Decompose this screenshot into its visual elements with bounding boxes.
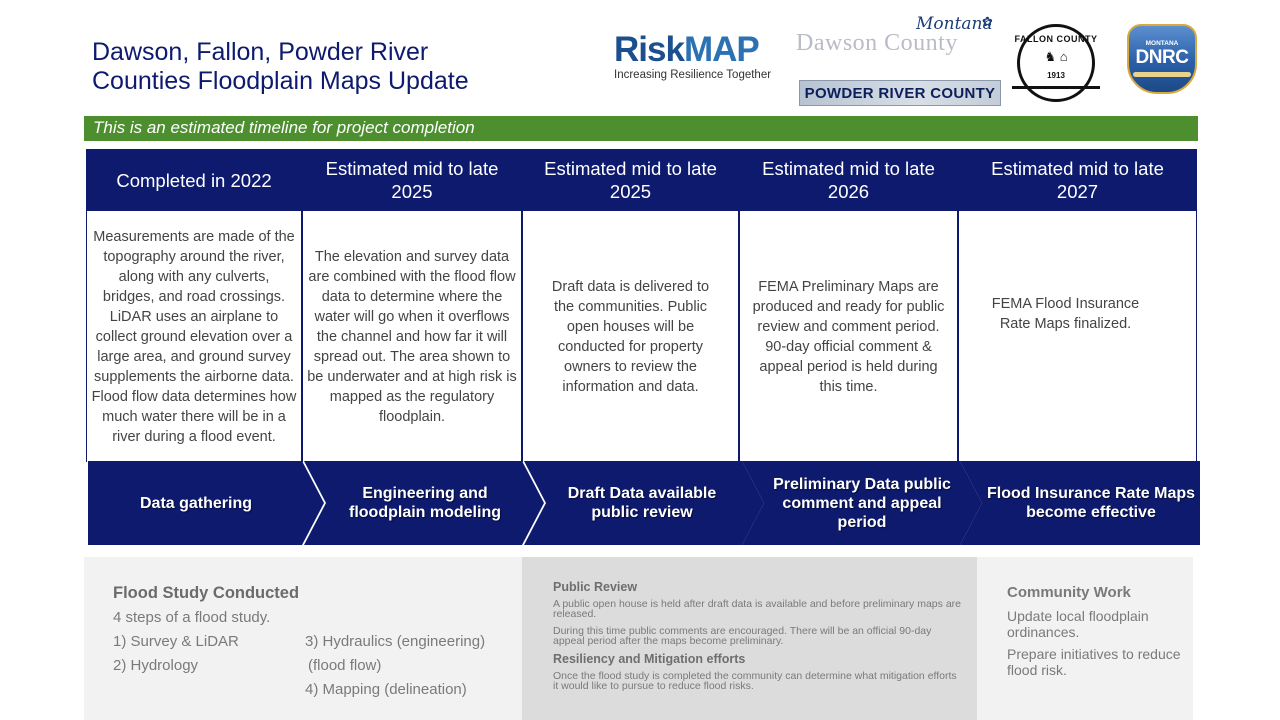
- flood-study-step-detail: (flood flow): [308, 657, 382, 674]
- timeline-cell: FEMA Preliminary Maps are produced and r…: [739, 211, 958, 462]
- riskmap-risk-text: Risk: [614, 30, 685, 69]
- riskmap-wordmark: RiskMAP: [614, 32, 784, 68]
- dnrc-state: MONTANA: [1145, 40, 1179, 47]
- timeline-heading: Estimated mid to late 2025: [522, 149, 739, 211]
- timeline-column: Estimated mid to late 2025 The elevation…: [302, 149, 522, 462]
- phase-chevron: Data gathering: [88, 461, 324, 545]
- timeline-description: FEMA Flood Insurance Rate Maps finalized…: [991, 295, 1140, 332]
- riskmap-map-text: MAP: [683, 30, 760, 69]
- chevron-shape: [524, 461, 764, 545]
- dnrc-name: DNRC: [1135, 47, 1189, 68]
- powder-river-county-name: POWDER RIVER COUNTY: [804, 85, 996, 102]
- public-review-text: During this time public comments are enc…: [553, 625, 932, 647]
- dawson-montana-script: Montana: [916, 14, 993, 34]
- timeline-cell: The elevation and survey data are combin…: [302, 211, 522, 462]
- community-work-text: Update local floodplain ordinances.: [1007, 608, 1149, 640]
- flood-study-step: 1) Survey & LiDAR: [113, 633, 239, 650]
- timeline-column: Completed in 2022 Measurements are made …: [86, 149, 302, 462]
- banner-text: This is an estimated timeline for projec…: [93, 118, 475, 137]
- community-work-panel: Community Work Update local floodplain o…: [977, 557, 1193, 720]
- phase-chevron: Engineering and floodplain modeling: [304, 461, 544, 545]
- timeline-description: The elevation and survey data are combin…: [307, 248, 517, 425]
- flood-study-title: Flood Study Conducted: [113, 584, 300, 602]
- timeline-column: Estimated mid to late 2027 FEMA Flood In…: [958, 149, 1197, 462]
- riskmap-logo: RiskMAP Increasing Resilience Together: [614, 32, 784, 82]
- resiliency-text: Once the flood study is completed the co…: [553, 670, 957, 692]
- dawson-county-name: Dawson County: [796, 30, 958, 56]
- cow-and-derrick-icon: ♞ ⌂: [1044, 49, 1068, 64]
- phase-chevron: Draft Data available public review: [524, 461, 764, 545]
- page-title: Dawson, Fallon, Powder River Counties Fl…: [92, 38, 562, 96]
- chevron-shape: [304, 461, 544, 545]
- resiliency-title: Resiliency and Mitigation efforts: [553, 652, 746, 666]
- timeline-table: Completed in 2022 Measurements are made …: [86, 149, 1197, 462]
- public-review-text: A public open house is held after draft …: [553, 598, 961, 620]
- flood-study-panel: Flood Study Conducted 4 steps of a flood…: [84, 557, 522, 720]
- timeline-cell: Draft data is delivered to the communiti…: [522, 211, 739, 462]
- timeline-cell: Measurements are made of the topography …: [86, 211, 302, 462]
- timeline-heading: Estimated mid to late 2027: [958, 149, 1197, 211]
- chevron-shape: [88, 461, 324, 545]
- chevron-shape: [960, 461, 1200, 545]
- dnrc-badge: [1127, 24, 1197, 94]
- timeline-column: Estimated mid to late 2025 Draft data is…: [522, 149, 739, 462]
- community-work-title: Community Work: [1007, 584, 1131, 601]
- phase-label: Data gathering: [139, 494, 252, 512]
- timeline-heading: Completed in 2022: [86, 149, 302, 211]
- phase-label: Engineering and floodplain modeling: [349, 485, 501, 521]
- wheat-icon: ✿: [982, 14, 993, 29]
- public-review-panel: Public Review A public open house is hel…: [522, 557, 977, 720]
- phase-label: Preliminary Data public comment and appe…: [773, 475, 951, 531]
- flood-study-step: 3) Hydraulics (engineering): [305, 633, 486, 650]
- timeline-column: Estimated mid to late 2026 FEMA Prelimin…: [739, 149, 958, 462]
- timeline-description: FEMA Preliminary Maps are produced and r…: [752, 278, 945, 395]
- timeline-description: Draft data is delivered to the communiti…: [551, 278, 710, 395]
- chevron-shape: [742, 461, 982, 545]
- community-work-text: Prepare initiatives to reduce flood risk…: [1007, 646, 1181, 678]
- montana-dnrc-logo: MONTANA DNRC: [1127, 24, 1197, 94]
- timeline-heading: Estimated mid to late 2026: [739, 149, 958, 211]
- flood-study-subtitle: 4 steps of a flood study.: [113, 609, 271, 626]
- powder-river-county-logo: POWDER RIVER COUNTY: [799, 80, 1001, 106]
- phase-chevron: Flood Insurance Rate Maps become effecti…: [960, 461, 1200, 545]
- public-review-title: Public Review: [553, 580, 638, 594]
- fallon-year: 1913: [1047, 71, 1065, 80]
- fallon-seal-ring: [1017, 24, 1095, 102]
- riskmap-tagline: Increasing Resilience Together: [614, 69, 772, 81]
- page-title-line-1: Dawson, Fallon, Powder River: [92, 38, 429, 66]
- timeline-description: Measurements are made of the topography …: [91, 228, 297, 445]
- timeline-heading: Estimated mid to late 2025: [302, 149, 522, 211]
- flood-study-step: 4) Mapping (delineation): [305, 681, 467, 698]
- phase-chevron: Preliminary Data public comment and appe…: [742, 461, 982, 545]
- fallon-seal-base: [1012, 86, 1100, 89]
- phase-label: Draft Data available public review: [567, 485, 717, 521]
- page-title-line-2: Counties Floodplain Maps Update: [92, 67, 469, 95]
- fallon-county-name: FALLON COUNTY: [1014, 34, 1098, 44]
- river-wave-icon: [1133, 72, 1191, 77]
- phase-label: Flood Insurance Rate Maps become effecti…: [986, 485, 1196, 521]
- timeline-banner: This is an estimated timeline for projec…: [84, 116, 1198, 141]
- timeline-cell: FEMA Flood Insurance Rate Maps finalized…: [958, 211, 1197, 462]
- fallon-county-seal: FALLON COUNTY ♞ ⌂ 1913: [1012, 22, 1100, 102]
- phase-chevrons: Data gathering Engineering and floodplai…: [88, 461, 1200, 545]
- flood-study-step: 2) Hydrology: [113, 657, 199, 674]
- dawson-county-logo: Montana ✿ Dawson County: [796, 14, 1002, 64]
